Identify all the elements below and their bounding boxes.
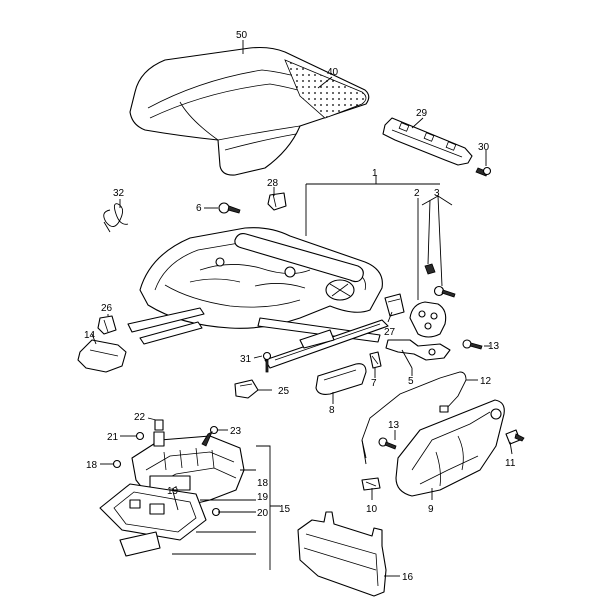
callout-13-upper: 13 <box>488 341 500 352</box>
callout-23: 23 <box>230 426 242 437</box>
clip-10 <box>361 477 381 491</box>
cable-19 <box>171 487 179 511</box>
callout-9: 9 <box>428 504 434 515</box>
side-panel-9 <box>395 399 505 497</box>
callout-21: 21 <box>107 432 119 443</box>
callout-26: 26 <box>101 303 113 314</box>
seat-rail <box>127 307 205 345</box>
callout-16: 16 <box>402 572 414 583</box>
screw-13-lower <box>378 437 397 450</box>
callout-28: 28 <box>267 178 279 189</box>
side-trim-8 <box>315 363 367 395</box>
clip-11 <box>505 429 525 445</box>
rail-bracket <box>382 117 473 166</box>
callout-2: 2 <box>414 188 420 199</box>
callout-40: 40 <box>327 67 339 78</box>
callout-labels: 50 40 29 30 32 6 28 1 2 3 27 13 5 7 8 12… <box>84 30 516 583</box>
drawer-tray <box>99 483 207 541</box>
callout-15: 15 <box>279 504 291 515</box>
clip-25 <box>234 379 259 399</box>
bolt-6 <box>218 202 241 214</box>
screw-22 <box>153 419 165 447</box>
screw-31 <box>262 351 272 373</box>
callout-31: 31 <box>240 354 252 365</box>
seat-frame <box>139 227 389 369</box>
nut-3 <box>424 263 436 275</box>
front-cover-16 <box>297 511 387 597</box>
drawer-handle <box>119 531 161 557</box>
callout-3: 3 <box>434 188 440 199</box>
rail-clip-26 <box>97 315 117 335</box>
callout-32: 32 <box>113 188 125 199</box>
callout-30: 30 <box>478 142 490 153</box>
seat-cushion-cover <box>129 46 370 176</box>
callout-11: 11 <box>505 458 516 469</box>
callout-50: 50 <box>236 30 248 41</box>
clip-7 <box>369 351 382 369</box>
callout-12: 12 <box>480 376 492 387</box>
trim-cap-14 <box>77 339 127 373</box>
spring <box>103 203 129 233</box>
callout-10: 10 <box>366 504 378 515</box>
callout-20: 20 <box>257 508 269 519</box>
clip-28 <box>267 192 287 211</box>
callout-27: 27 <box>384 327 396 338</box>
bracket-27 <box>384 293 405 317</box>
callout-19-center: 19 <box>167 486 179 497</box>
callout-5: 5 <box>408 376 414 387</box>
screw-13-upper <box>462 339 483 350</box>
callout-29: 29 <box>416 108 428 119</box>
callout-13-lower: 13 <box>388 420 400 431</box>
callout-19-right: 19 <box>257 492 269 503</box>
adjuster-plate <box>409 301 447 338</box>
callout-18-right: 18 <box>257 478 269 489</box>
screw-23 <box>201 425 219 447</box>
callout-18-left: 18 <box>86 460 98 471</box>
callout-1: 1 <box>372 168 378 179</box>
callout-8: 8 <box>329 405 335 416</box>
screw-30 <box>475 166 492 177</box>
callout-25: 25 <box>278 386 290 397</box>
callout-6: 6 <box>196 203 202 214</box>
bracket-5 <box>385 339 451 361</box>
callout-14: 14 <box>84 330 96 341</box>
bolt-3 <box>433 285 456 298</box>
washer-21 <box>135 431 145 441</box>
callout-22: 22 <box>134 412 146 423</box>
leader-lines <box>91 40 513 577</box>
clip-18 <box>112 459 122 469</box>
callout-7: 7 <box>371 378 377 389</box>
